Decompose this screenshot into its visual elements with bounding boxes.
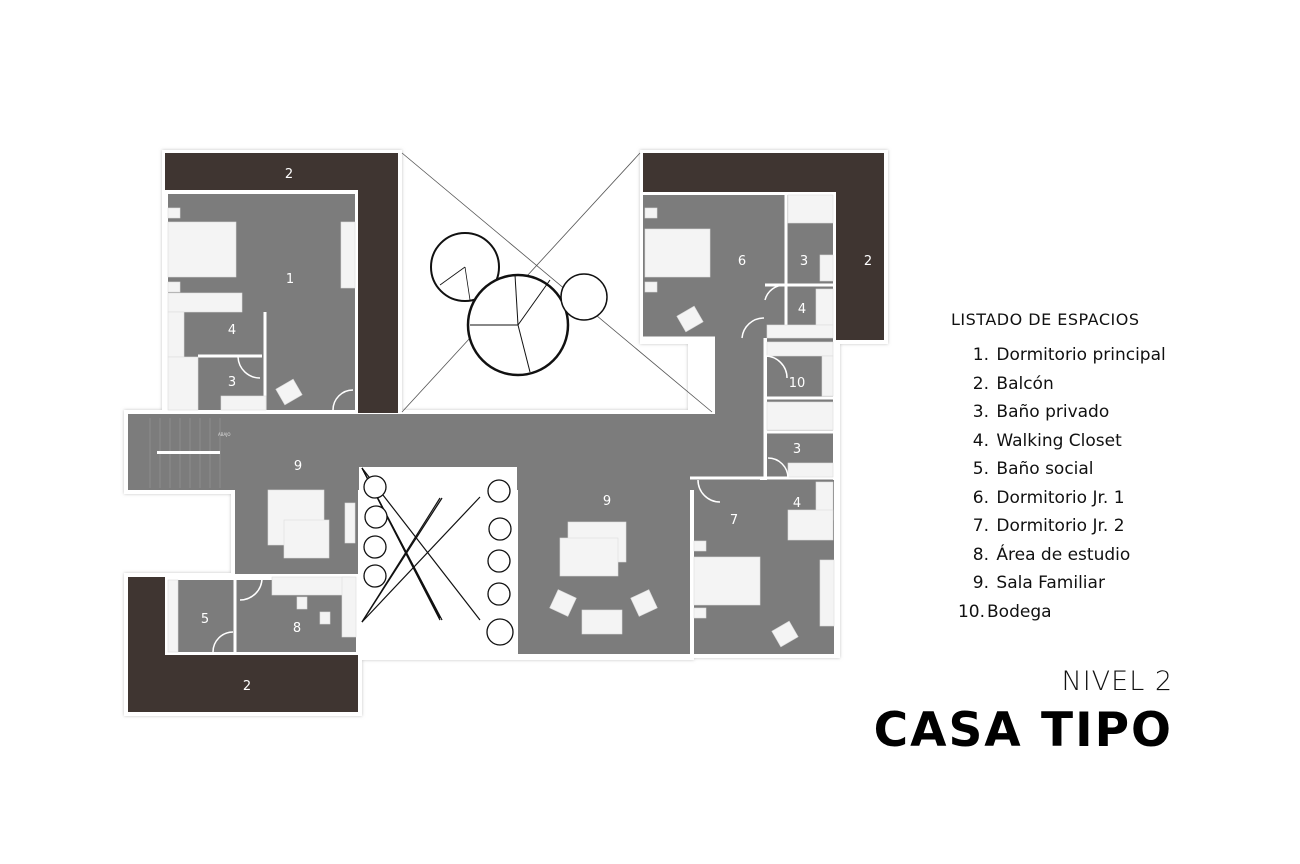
void-inner xyxy=(359,467,517,654)
legend-item: 6. Dormitorio Jr. 1 xyxy=(972,487,1125,508)
legend-title: LISTADO DE ESPACIOS xyxy=(951,310,1140,329)
doors xyxy=(212,284,789,653)
room-label-7: 7 xyxy=(730,513,738,528)
chair-jr1 xyxy=(676,305,704,333)
bed-master xyxy=(167,221,237,278)
legend-item: 9. Sala Familiar xyxy=(972,573,1105,593)
legend-item: 4. Walking Closet xyxy=(972,430,1122,451)
closet-master xyxy=(340,221,356,289)
stair-label: ABAJO xyxy=(218,432,231,437)
room-label-3: 3 xyxy=(793,442,801,457)
room-label-4: 4 xyxy=(793,496,801,511)
bed-jr2 xyxy=(693,556,761,606)
space-legend: LISTADO DE ESPACIOS 1. Dormitorio princi… xyxy=(951,310,1166,626)
chair-master xyxy=(275,378,303,406)
room-label-5: 5 xyxy=(201,612,209,627)
legend-item: 8. Área de estudio xyxy=(972,544,1131,565)
balcony-top-right xyxy=(643,153,884,340)
room-label-4: 4 xyxy=(228,323,236,338)
page-title: CASA TIPO xyxy=(873,703,1173,758)
floors xyxy=(128,194,834,654)
legend-item: 1. Dormitorio principal xyxy=(972,345,1166,365)
bed-jr1 xyxy=(644,228,711,278)
legend-item: 10.Bodega xyxy=(957,601,1052,622)
room-label-10: 10 xyxy=(789,376,806,391)
stairs[interactable]: ABAJO xyxy=(149,418,231,488)
loveseat xyxy=(581,609,623,635)
room-label-8: 8 xyxy=(293,621,301,636)
balcony-top-left xyxy=(165,153,398,413)
legend-list: 1. Dormitorio principal 2. Balcón 3. Bañ… xyxy=(951,341,1166,626)
room-label-3: 3 xyxy=(228,375,236,390)
tree-icon xyxy=(363,475,514,646)
room-label-9: 9 xyxy=(603,494,611,509)
legend-item: 5. Baño social xyxy=(972,459,1094,479)
legend-item: 3. Baño privado xyxy=(972,402,1110,422)
room-label-6: 6 xyxy=(738,254,746,269)
room-label-1: 1 xyxy=(286,272,294,287)
room-label-2: 2 xyxy=(243,679,251,694)
room-label-3: 3 xyxy=(800,254,808,269)
hall-right-floor xyxy=(715,338,765,478)
room-label-2: 2 xyxy=(864,254,872,269)
room-label-2: 2 xyxy=(285,167,293,182)
room-labels: 1 2 2 2 3 3 3 4 4 4 5 6 7 8 9 9 10 xyxy=(201,167,872,694)
room-label-4: 4 xyxy=(798,302,806,317)
armchair xyxy=(630,589,658,617)
room-label-9: 9 xyxy=(294,459,302,474)
balconies xyxy=(128,153,884,712)
chair-jr2 xyxy=(771,620,799,648)
legend-item: 7. Dormitorio Jr. 2 xyxy=(972,516,1125,536)
shower-master xyxy=(167,356,199,411)
level-heading: NIVEL 2 xyxy=(1061,666,1173,697)
balcony-bottom-left xyxy=(128,577,358,712)
armchair xyxy=(549,589,577,617)
legend-item: 2. Balcón xyxy=(972,373,1054,394)
tree-icon xyxy=(430,232,608,377)
furniture xyxy=(167,194,835,653)
